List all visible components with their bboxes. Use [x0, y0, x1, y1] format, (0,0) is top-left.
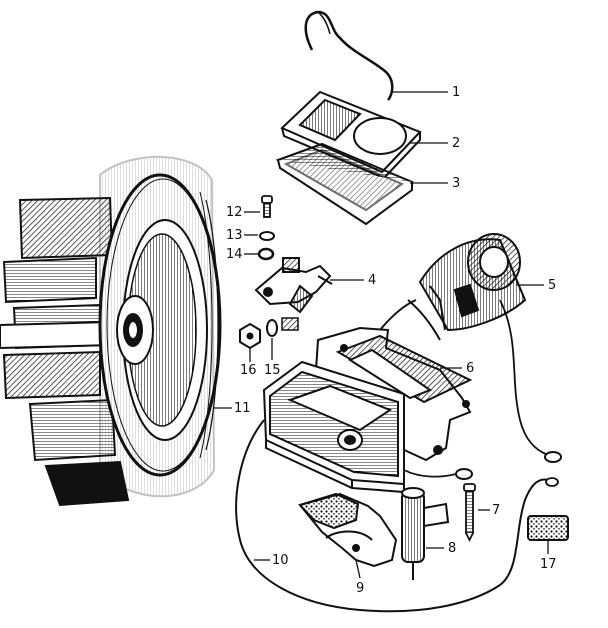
callout-1: 1	[452, 85, 460, 100]
callout-17: 17	[540, 557, 557, 572]
callout-10: 10	[272, 553, 289, 568]
callout-8: 8	[448, 541, 456, 556]
callout-4: 4	[368, 273, 376, 288]
post-screw	[281, 317, 299, 331]
callout-11: 11	[234, 401, 251, 416]
screw-12	[261, 195, 273, 218]
callout-3: 3	[452, 176, 460, 191]
generator-housing	[262, 360, 405, 494]
wire-lead-10	[235, 419, 549, 613]
screw-7	[463, 483, 476, 543]
callout-5: 5	[548, 278, 556, 293]
washer-15	[266, 319, 278, 337]
callout-numbers: 1 2 3 4 5 6 7 8 9 10 11 12 13 14 15 16 1…	[226, 85, 557, 596]
cover-gasket	[275, 142, 415, 226]
flywheel-fins	[0, 196, 130, 507]
washer-14	[257, 247, 275, 261]
cam-felt-bracket	[298, 492, 398, 568]
callout-12: 12	[226, 205, 243, 220]
callout-6: 6	[466, 361, 474, 376]
callout-15: 15	[264, 363, 281, 378]
callout-13: 13	[226, 228, 243, 243]
condenser	[401, 487, 450, 580]
flywheel-rotor	[0, 155, 222, 507]
leader-lines	[214, 91, 549, 579]
callout-16: 16	[240, 363, 257, 378]
callout-2: 2	[452, 136, 460, 151]
callout-7: 7	[492, 503, 500, 518]
lock-washer-13	[259, 231, 275, 241]
callout-9: 9	[356, 581, 364, 596]
grommet-17	[527, 515, 569, 541]
callout-14: 14	[226, 247, 243, 262]
contact-breaker-points	[254, 257, 333, 314]
spring-clip	[304, 10, 394, 101]
ignition-coil	[418, 233, 562, 463]
